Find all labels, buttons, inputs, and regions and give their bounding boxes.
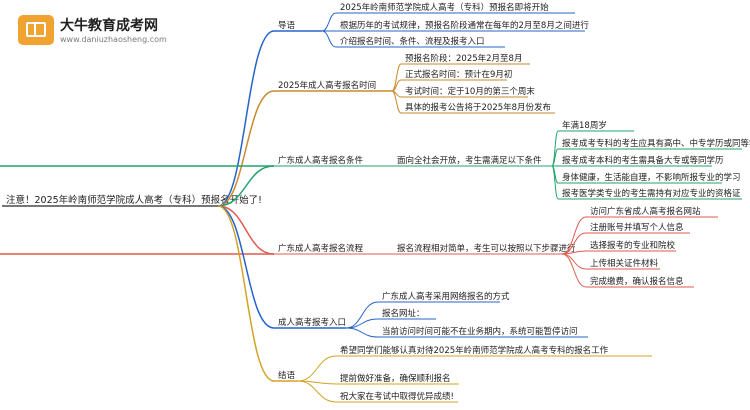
leaf-label: 提前做好准备，确保顺利报名 [340,373,451,384]
branch-label: 广东成人高考报名流程 [278,243,364,254]
leaf-connector [551,165,559,200]
leaf-label: 广东成人高考采用网络报名的方式 [382,291,510,302]
leaf-label: 2025年岭南师范学院成人高考（专科）预报名即将开始 [340,2,549,13]
site-name: 大牛教育成考网 [60,18,158,34]
branch-connector [217,165,275,207]
branch-label: 广东成人高考报名条件 [278,155,364,166]
leaf-label: 完成缴费，确认报名信息 [590,276,684,287]
leaf-connector [391,90,402,114]
branch-label: 导语 [278,20,296,31]
leaf-label: 报考成考本科的考生需具备大专或等同学历 [562,155,724,166]
leaf-connector [391,63,402,92]
leaf-connector [561,216,587,255]
leaf-label: 报名网址： [382,308,425,319]
leaf-label: 年满18周岁 [562,120,607,131]
branch-connector [217,205,275,382]
leaf-label: 介绍报名时间、条件、流程及报考入口 [340,36,485,47]
leaf-label: 具体的报考公告将于2025年8月份发布 [405,102,551,113]
leaf-connector [561,232,587,255]
branch-connector [217,30,275,207]
leaf-connector [561,253,587,288]
leaf-label: 当前访问时间可能不在业务期内，系统可能暂停访问 [382,326,578,337]
root-topic: 注意！2025年岭南师范学院成人高考（专科）预报名开始了! [6,194,262,206]
leaf-connector [297,355,337,382]
branch-connector [217,205,275,329]
leaf-connector [297,380,337,403]
leaf-label: 上传相关证件材料 [590,258,659,269]
leaf-label: 访问广东省成人高考报名网站 [590,206,701,217]
leaf-label: 考试时间：定于10月的第三个周末 [405,86,535,97]
leaf-label: 身体健康，生活能自理，不影响所报专业的学习 [562,172,741,183]
leaf-label: 预报名阶段：2025年2月至8月 [405,53,522,64]
leaf-label: 希望同学们能够认真对待2025年岭南师范学院成人高考专科的报名工作 [340,345,609,356]
leaf-label: 报考成考专科的考生应具有高中、中专学历或同等学力 [562,138,750,149]
leaf-label: 报考医学类专业的考生需持有对应专业的资格证 [562,188,741,199]
leaf-connector [561,253,587,270]
site-logo[interactable]: 大牛教育成考网 www.daniuzhaosheng.com [18,13,223,49]
sub-branch-label: 面向全社会开放，考生需满足以下条件 [397,155,542,166]
leaf-label: 选择报考的专业和院校 [590,240,676,251]
branch-label: 结语 [278,370,296,381]
book-icon [18,15,54,45]
leaf-connector [345,327,379,338]
branch-connector [217,90,275,207]
leaf-label: 注册账号并填写个人信息 [590,222,684,233]
leaf-label: 正式报名时间：预计在9月初 [405,69,512,80]
sub-branch-label: 报名流程相对简单，考生可以按照以下步骤进行 [397,243,576,254]
branch-label: 成人高考报考入口 [278,317,346,328]
branch-connector [217,205,275,255]
leaf-connector [321,30,337,48]
branch-label: 2025年成人高考报名时间 [278,80,376,91]
leaf-connector [551,130,559,167]
leaf-label: 祝大家在考试中取得优异成绩! [340,391,454,402]
leaf-label: 根据历年的考试规律，预报名阶段通常在每年的2月至8月之间进行 [340,20,589,31]
leaf-connector [321,12,337,32]
leaf-connector [345,301,379,329]
site-url: www.daniuzhaosheng.com [60,35,167,44]
